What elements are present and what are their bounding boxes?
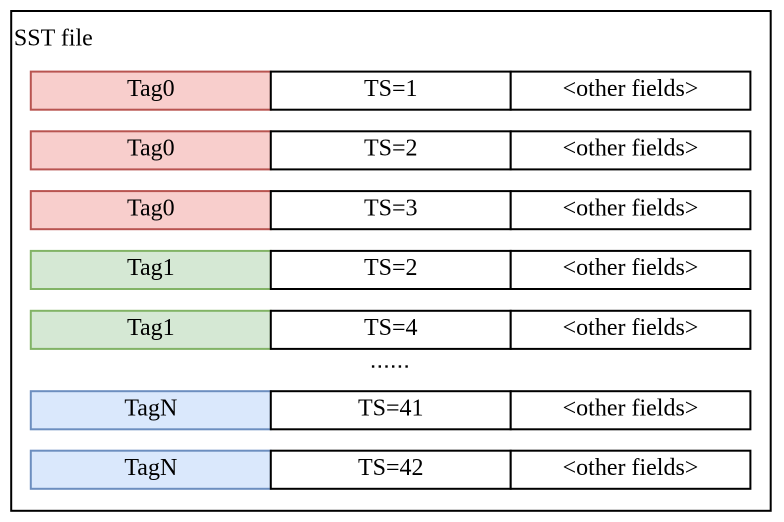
svg-text:Tag1: Tag1 [127,255,175,281]
svg-text:Tag1: Tag1 [127,315,175,341]
svg-text:<other fields>: <other fields> [563,315,699,341]
svg-text:TS=2: TS=2 [364,255,418,281]
svg-text:<other fields>: <other fields> [563,136,699,162]
svg-text:TS=4: TS=4 [364,315,418,341]
svg-text:Tag0: Tag0 [127,195,175,221]
svg-text:<other fields>: <other fields> [563,255,699,281]
svg-text:TagN: TagN [124,455,177,481]
svg-text:Tag0: Tag0 [127,136,175,162]
svg-text:TS=41: TS=41 [358,396,424,422]
svg-text:<other fields>: <other fields> [563,195,699,221]
svg-text:TagN: TagN [124,396,177,422]
svg-text:SST file: SST file [14,26,93,52]
svg-text:TS=2: TS=2 [364,136,418,162]
svg-text:<other fields>: <other fields> [563,455,699,481]
svg-text:TS=1: TS=1 [364,76,418,102]
svg-text:TS=42: TS=42 [358,455,424,481]
svg-text:Tag0: Tag0 [127,76,175,102]
svg-text:<other fields>: <other fields> [563,396,699,422]
svg-text:<other fields>: <other fields> [563,76,699,102]
svg-text:TS=3: TS=3 [364,195,418,221]
